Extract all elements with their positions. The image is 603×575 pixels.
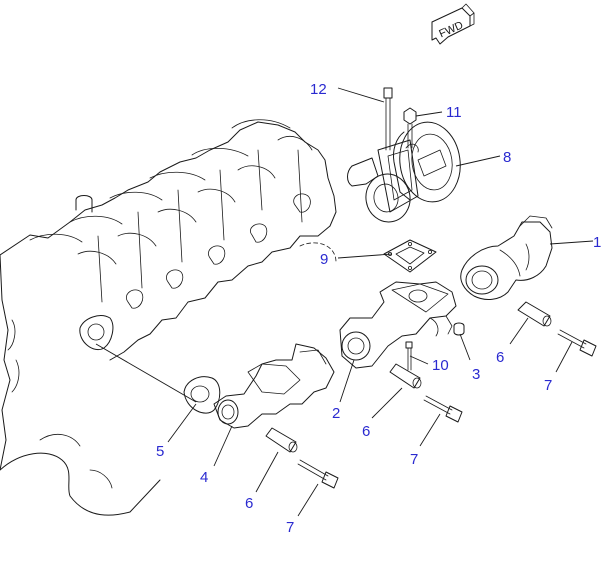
mounting-nut (403, 107, 417, 149)
callout-1: 1 (593, 234, 601, 251)
callout-labels: 12 11 8 1 9 10 3 6 7 2 6 7 5 4 6 7 (156, 81, 601, 536)
leader-lines (95, 87, 594, 517)
callout-12: 12 (310, 81, 327, 98)
callout-6-rear: 6 (496, 349, 504, 366)
exhaust-manifold-front (213, 343, 335, 429)
engine-cylinder-head (0, 119, 337, 516)
callout-9: 9 (320, 251, 328, 268)
spacer-sleeve-front (265, 427, 298, 453)
exhaust-manifold-center (339, 281, 457, 369)
callout-7-rear: 7 (544, 377, 552, 394)
callout-7-center: 7 (410, 451, 418, 468)
callout-6-center: 6 (362, 423, 370, 440)
callout-10: 10 (432, 357, 449, 374)
callout-4: 4 (200, 469, 208, 486)
turbocharger (347, 121, 461, 223)
callout-2: 2 (332, 405, 340, 422)
spacer-sleeve-center (389, 363, 422, 389)
long-bolt-rear (557, 329, 597, 357)
exhaust-manifold-rear (460, 215, 553, 300)
callout-5: 5 (156, 443, 164, 460)
long-bolt-front (297, 459, 339, 489)
fwd-label: FWD (437, 19, 465, 40)
small-bolt-3 (453, 322, 465, 336)
callout-6-front: 6 (245, 495, 253, 512)
turbo-gasket (383, 239, 437, 273)
port-gasket-upper (79, 315, 114, 350)
callout-3: 3 (472, 366, 480, 383)
callout-8: 8 (503, 149, 511, 166)
mounting-bolt (383, 87, 393, 151)
stud-bolt-10 (405, 341, 413, 371)
manifold-gasket (183, 376, 221, 414)
callout-7-front: 7 (286, 519, 294, 536)
long-bolt-center (423, 395, 463, 423)
spacer-sleeve-rear (517, 301, 552, 327)
callout-11: 11 (446, 104, 462, 121)
fwd-direction-marker: FWD (431, 3, 475, 45)
